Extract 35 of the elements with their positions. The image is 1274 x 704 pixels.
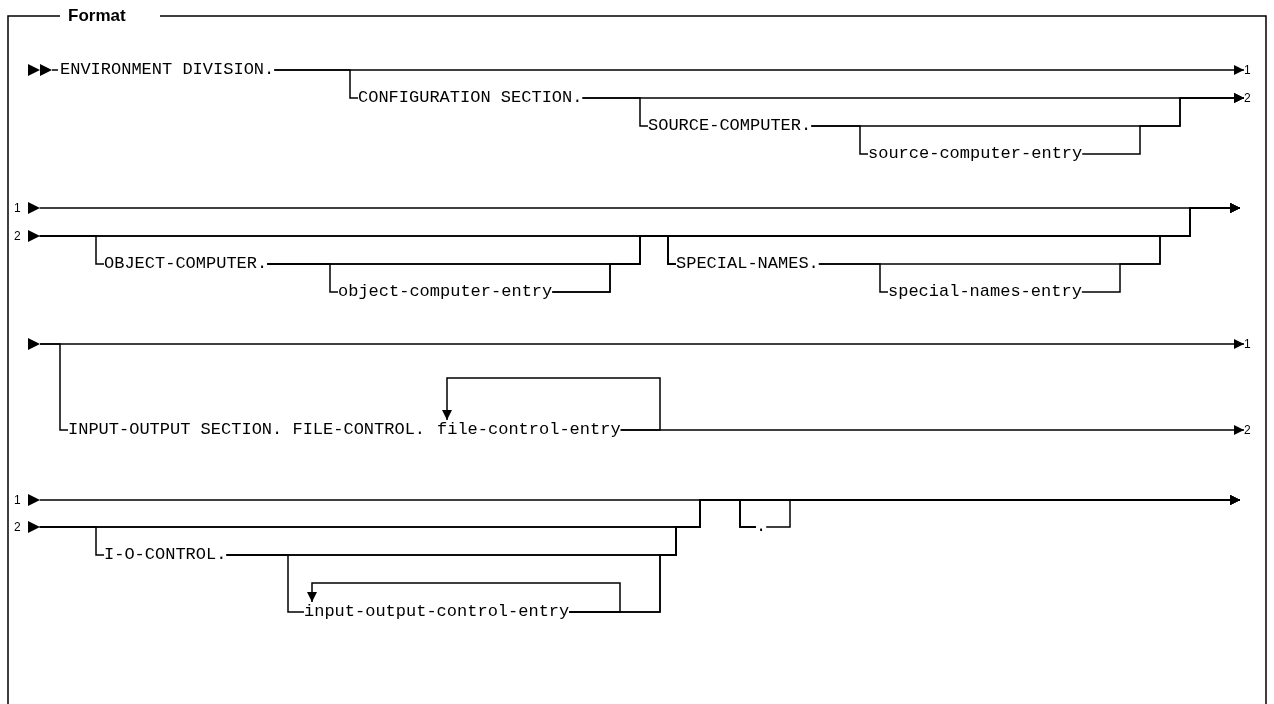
syntax-term: CONFIGURATION SECTION. — [358, 88, 583, 108]
continuation-number: 1 — [1244, 63, 1251, 77]
continuation-number: 1 — [14, 201, 21, 215]
continuation-number: 2 — [1244, 423, 1251, 437]
syntax-term: OBJECT-COMPUTER. — [104, 254, 268, 274]
syntax-term: source-computer-entry — [868, 144, 1083, 164]
continuation-number: 2 — [14, 520, 21, 534]
syntax-term: I-O-CONTROL. — [104, 545, 227, 565]
track-line — [39, 343, 69, 431]
track-line — [810, 125, 869, 155]
syntax-term: SPECIAL-NAMES. — [676, 254, 819, 274]
syntax-term: SOURCE-COMPUTER. — [648, 116, 812, 136]
syntax-term: object-computer-entry — [338, 282, 553, 302]
syntax-term: ENVIRONMENT DIVISION. — [60, 60, 275, 80]
continuation-number: 2 — [1244, 91, 1251, 105]
repeat-loop-arrow — [307, 582, 621, 613]
track-line — [38, 526, 105, 556]
syntax-term: input-output-control-entry — [304, 602, 570, 622]
continuation-number: 1 — [14, 493, 21, 507]
continuation-number: 2 — [14, 229, 21, 243]
continuation-number: 1 — [1244, 337, 1251, 351]
track-line — [619, 425, 1245, 435]
track-line — [273, 69, 359, 99]
track-line — [581, 97, 649, 127]
syntax-term: INPUT-OUTPUT SECTION. FILE-CONTROL. — [68, 420, 426, 440]
syntax-term: special-names-entry — [888, 282, 1082, 302]
track-line — [1081, 203, 1241, 293]
syntax-term: . — [756, 517, 767, 537]
track-line — [1081, 93, 1245, 155]
triangle-shape — [28, 338, 40, 350]
frame-title: Format — [68, 5, 126, 27]
track-line — [225, 554, 305, 613]
track-line — [568, 495, 1241, 613]
syntax-term: file-control-entry — [437, 420, 621, 440]
repeat-loop-arrow — [442, 377, 661, 431]
